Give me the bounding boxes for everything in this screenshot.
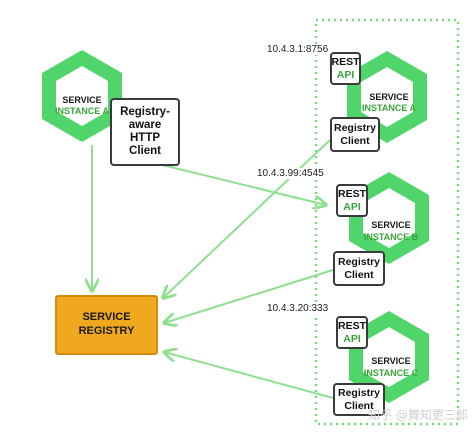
instance-b-instance-label: INSTANCE B: [364, 232, 419, 242]
arrow-instance-c-to-registry: [164, 352, 334, 399]
registry-aware-http-client-box: Registry- aware HTTP Client: [110, 98, 180, 166]
http-client-line: Client: [129, 145, 161, 158]
arrow-http-client-to-instance-b: [149, 161, 326, 205]
instance-c-instance-label: INSTANCE C: [364, 368, 419, 378]
registry-client-line: Client: [340, 134, 370, 147]
instance-c-ip-label: 10.4.3.20:333: [266, 303, 330, 314]
rest-label: REST: [338, 188, 367, 201]
api-label: API: [343, 200, 361, 213]
instance-c-rest-api: REST API: [336, 316, 368, 349]
instances-group-border: [314, 18, 460, 426]
api-label: API: [343, 332, 361, 345]
instance-c-registry-client: Registry Client: [333, 383, 385, 416]
registry-line-2: REGISTRY: [78, 325, 135, 337]
rest-label: REST: [338, 320, 367, 333]
http-client-line: HTTP: [129, 132, 161, 144]
hexagon-core: [56, 66, 108, 126]
instance-b-ip-label: 10.4.3.99:4545: [256, 168, 325, 179]
hexagon-core: [361, 67, 413, 127]
arrow-instance-b-to-registry: [164, 269, 334, 323]
client-service-label: SERVICE: [62, 95, 101, 105]
hexagon-core: [363, 188, 415, 248]
registry-client-line: Registry: [337, 256, 380, 269]
registry-client-line: Client: [344, 268, 374, 281]
registry-client-line: Registry: [337, 387, 380, 400]
api-label: API: [336, 68, 355, 81]
watermark-text: 知乎 @舞知更三郎: [368, 408, 468, 422]
instance-a-rest-api: REST API: [330, 52, 361, 85]
registry-client-line: Registry: [333, 122, 376, 135]
instance-b-rest-api: REST API: [336, 184, 368, 217]
service-registry-box: SERVICE REGISTRY: [55, 295, 158, 355]
instance-b-service-label: SERVICE: [371, 220, 410, 230]
instance-b-registry-client: Registry Client: [333, 251, 385, 286]
rest-label: REST: [331, 56, 360, 69]
arrow-instance-a-to-registry: [163, 139, 331, 298]
client-instance-label: INSTANCE A: [55, 106, 110, 116]
instance-a-service-label: SERVICE: [369, 92, 408, 102]
instance-a-ip-label: 10.4.3.1:8756: [266, 44, 330, 55]
instance-c-service-label: SERVICE: [371, 356, 410, 366]
registry-line-1: SERVICE: [82, 311, 131, 324]
http-client-line: Registry-: [120, 105, 170, 118]
instance-a-registry-client: Registry Client: [330, 117, 380, 152]
instance-a-instance-label: INSTANCE A: [362, 103, 417, 113]
http-client-line: aware: [128, 118, 162, 131]
hexagon-core: [363, 327, 415, 387]
registry-client-line: Client: [344, 399, 374, 412]
